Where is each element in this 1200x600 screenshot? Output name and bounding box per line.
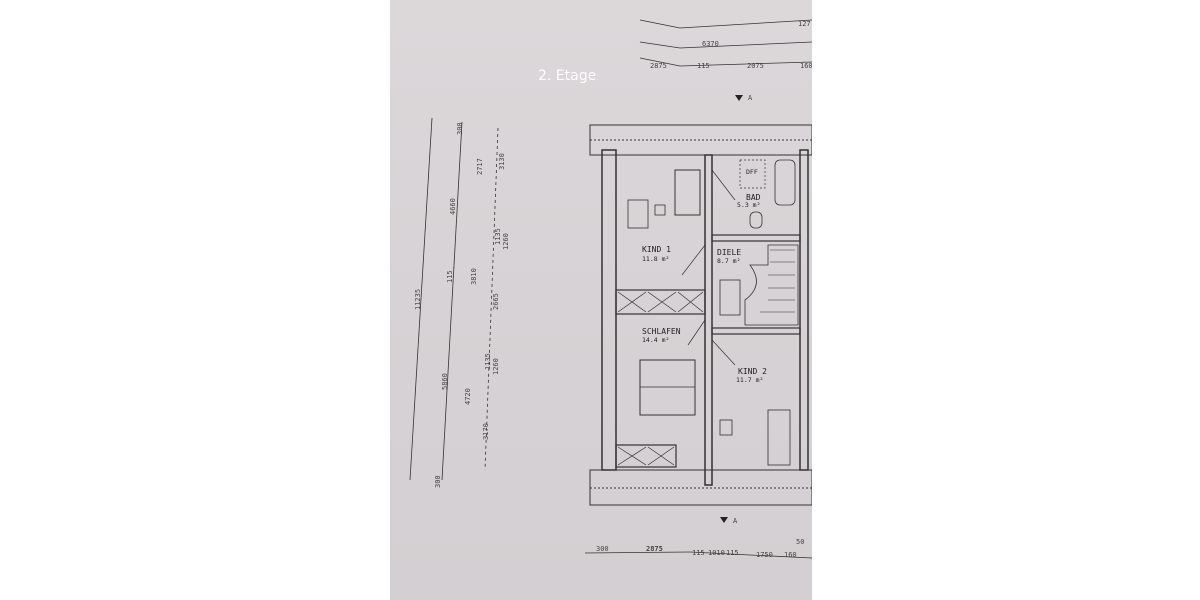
dim-bottom-7: 50 [796, 538, 804, 546]
room-diele-area: 8.7 m² [717, 257, 740, 265]
dim-top-0: 127 [798, 20, 811, 28]
dim-top-5: 160 [800, 62, 812, 70]
dim-bottom-6: 160 [784, 551, 797, 559]
dim-left-inner-1: 3810 [470, 268, 478, 285]
floor-plan-drawing: A A KIND 1 11.8 m² BAD 5.3 m² DIELE 8.7 … [409, 19, 812, 559]
dim-left-opening-2: 1260 [502, 233, 510, 250]
room-schlafen-area: 14.4 m² [642, 336, 669, 344]
dim-top-4: 2075 [747, 62, 764, 70]
room-diele-name: DIELE [717, 248, 741, 257]
dim-left-mid-1: 5860 [441, 373, 449, 390]
dim-bottom-5: 1750 [756, 551, 773, 559]
dim-bottom-4: 115 [726, 549, 739, 557]
dim-left-opening-3: 2665 [492, 293, 500, 310]
room-kind2-name: KIND 2 [738, 367, 767, 376]
floor-plan-photo: A A KIND 1 11.8 m² BAD 5.3 m² DIELE 8.7 … [390, 0, 812, 600]
dim-left-outer: 11235 [414, 289, 422, 310]
dim-bottom-2: 115 [692, 549, 705, 557]
dim-bottom-1: 2875 [646, 545, 663, 553]
section-marker-top-icon [735, 95, 743, 101]
room-bad-area: 5.3 m² [737, 201, 760, 209]
dim-left-small-1: 300 [434, 475, 442, 488]
floor-caption: 2. Etage [538, 68, 597, 84]
section-label-bottom: A [733, 517, 738, 525]
dim-left-opening-0: 3130 [498, 153, 506, 170]
dim-bottom-0: 300 [596, 545, 609, 553]
dim-top-2: 2875 [650, 62, 667, 70]
room-bad-name: BAD [746, 193, 761, 202]
dim-left-opening-1: 1135 [494, 228, 502, 245]
dim-left-opening-5: 1260 [492, 358, 500, 375]
dim-bottom-3: 1010 [708, 549, 725, 557]
dim-left-opening-4: 1135 [484, 353, 492, 370]
dim-left-mid-0: 4660 [449, 198, 457, 215]
dim-left-inner-0: 2717 [476, 158, 484, 175]
dim-left-small-2: 115 [446, 270, 454, 283]
room-schlafen-name: SCHLAFEN [642, 327, 681, 336]
dim-top-1: 6370 [702, 40, 719, 48]
dim-left-opening-6: 3170 [482, 423, 490, 440]
section-label-top: A [748, 94, 753, 102]
room-kind2-area: 11.7 m² [736, 376, 763, 384]
dim-left-small-0: 300 [456, 122, 464, 135]
fixture-label: DFF [746, 168, 758, 176]
dim-top-3: 115 [697, 62, 710, 70]
dim-left-inner-2: 4720 [464, 388, 472, 405]
room-kind1-name: KIND 1 [642, 245, 671, 254]
section-marker-bottom-icon [720, 517, 728, 523]
room-kind1-area: 11.8 m² [642, 255, 669, 263]
